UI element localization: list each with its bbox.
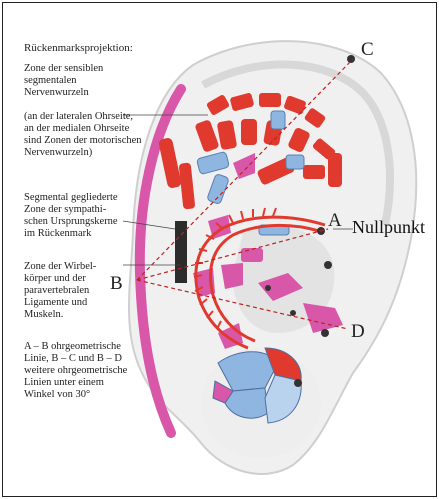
segmental-line: Segmental gegliederte <box>24 192 118 204</box>
sensory-note-line: an der medialen Ohrseite <box>24 123 142 135</box>
geometric-lines-caption: A – B ohrgeometrische Linie, B – C und B… <box>24 341 127 401</box>
sensory-zone-line: Nervenwurzeln <box>24 87 103 99</box>
point-a-label: A <box>328 210 342 232</box>
segmental-line: Zone der sympathi- <box>24 204 118 216</box>
sensory-note-line: (an der lateralen Ohrseite, <box>24 111 142 123</box>
caption-line: Winkel von 30° <box>24 389 127 401</box>
point-b-label: B <box>110 273 123 295</box>
caption-line: weitere ohrgeometrische <box>24 365 127 377</box>
sensory-zone-line: Zone der sensiblen <box>24 63 103 75</box>
point-c-label: C <box>361 39 374 61</box>
sensory-zone-label: Zone der sensiblen segmentalen Nervenwur… <box>24 63 103 99</box>
vertebra-line: Muskeln. <box>24 309 96 321</box>
sensory-note-line: Nervenwurzeln) <box>24 147 142 159</box>
point-d-label: D <box>351 321 365 343</box>
vertebra-line: paravertebralen <box>24 285 96 297</box>
title-label: Rückenmarksprojektion: <box>24 42 133 54</box>
segmental-line: im Rückenmark <box>24 228 118 240</box>
sensory-zone-line: segmentalen <box>24 75 103 87</box>
vertebra-line: körper und der <box>24 273 96 285</box>
nullpunkt-label: Nullpunkt <box>352 217 425 238</box>
caption-line: Linie, B – C und B – D <box>24 353 127 365</box>
vertebra-zone-label: Zone der Wirbel- körper und der paravert… <box>24 261 96 321</box>
segmental-zone-label: Segmental gegliederte Zone der sympathi-… <box>24 192 118 240</box>
segmental-column <box>175 221 187 283</box>
sensory-zone-note: (an der lateralen Ohrseite, an der media… <box>24 111 142 159</box>
segmental-line: schen Ursprungskerne <box>24 216 118 228</box>
vertebra-line: Ligamente und <box>24 297 96 309</box>
caption-line: A – B ohrgeometrische <box>24 341 127 353</box>
vertebra-line: Zone der Wirbel- <box>24 261 96 273</box>
sensory-note-line: sind Zonen der motorischen <box>24 135 142 147</box>
caption-line: Linien unter einem <box>24 377 127 389</box>
